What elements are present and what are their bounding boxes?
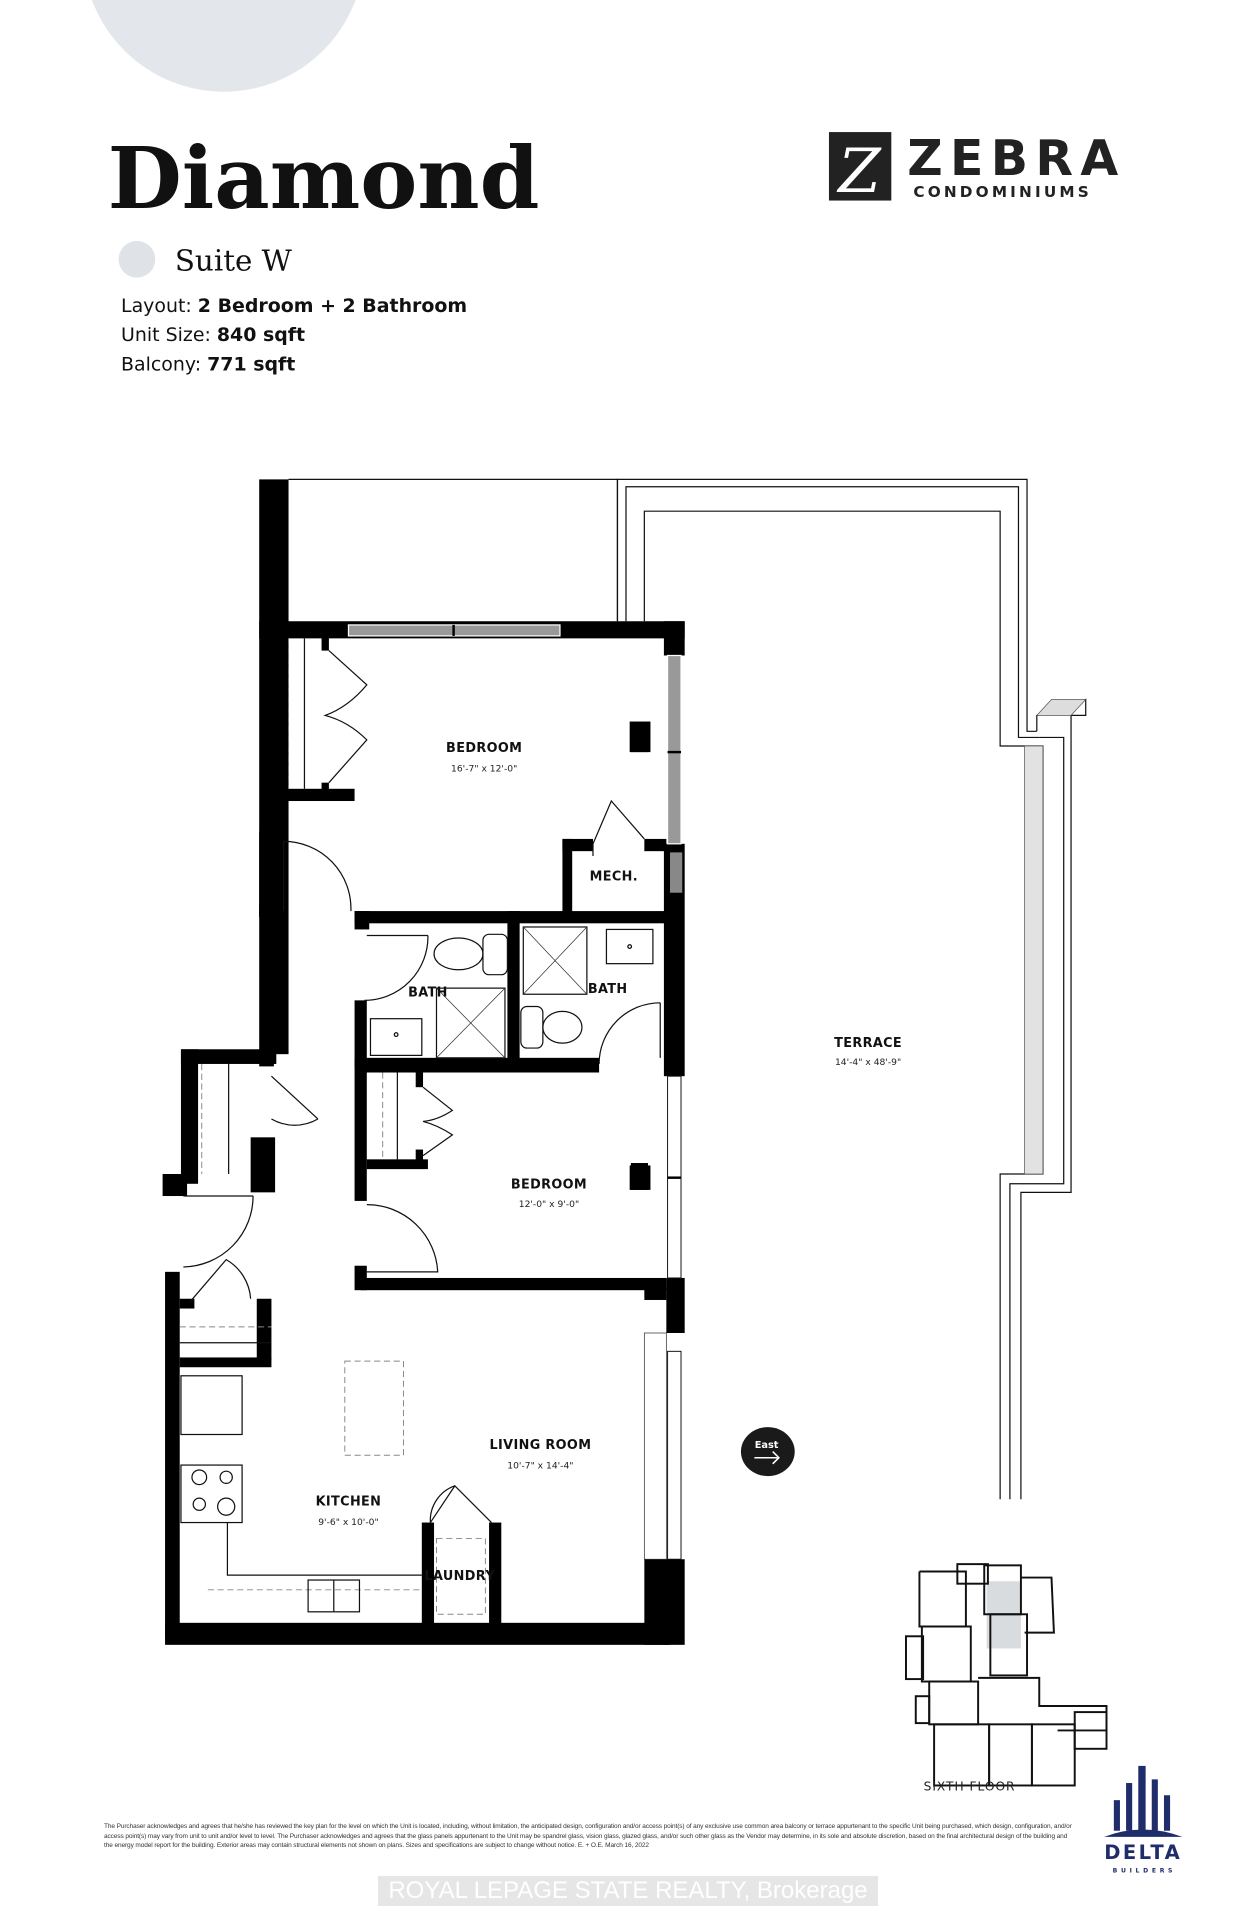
room-label-kitchen: KITCHEN (316, 1494, 382, 1509)
doors (183, 799, 661, 1523)
suite-color-swatch (118, 240, 156, 278)
terrace-outline (288, 478, 1087, 1500)
spec-unit-size: Unit Size: 840 sqft (121, 324, 305, 346)
room-label-mech: MECH. (590, 870, 638, 885)
brand-subtitle: CONDOMINIUMS (913, 183, 1092, 201)
fixtures (179, 638, 654, 1615)
svg-text:DELTA: DELTA (1104, 1841, 1182, 1864)
spec-layout: Layout: 2 Bedroom + 2 Bathroom (121, 295, 467, 317)
column (630, 725, 649, 753)
key-plan (905, 1563, 1108, 1787)
svg-text:East: East (755, 1440, 779, 1451)
zebra-logo: Z ZEBRA CONDOMINIUMS (828, 130, 1125, 207)
compass-east: East (740, 1427, 795, 1477)
room-dims-living-room: 10'-7" x 14'-4" (507, 1461, 573, 1472)
room-label-bedroom: BEDROOM (511, 1178, 587, 1193)
svg-text:BUILDERS: BUILDERS (1113, 1867, 1176, 1874)
brand-name: ZEBRA (907, 130, 1125, 187)
room-dims-bedroom: 12'-0" x 9'-0" (519, 1199, 579, 1210)
column (630, 1163, 649, 1190)
windows (347, 624, 683, 1560)
room-label-bedroom: BEDROOM (446, 741, 522, 756)
room-label-living-room: LIVING ROOM (489, 1438, 591, 1453)
decorative-circle (91, 0, 356, 92)
room-dims-terrace: 14'-4" x 48'-9" (835, 1057, 901, 1068)
room-label-bath: BATH (588, 982, 628, 997)
room-label-bath: BATH (408, 986, 448, 1001)
walls (162, 479, 685, 1645)
watermark: ROYAL LEPAGE STATE REALTY, Brokerage (378, 1876, 878, 1906)
room-label-laundry: LAUNDRY (424, 1569, 495, 1584)
page-title: Diamond (108, 129, 540, 229)
room-dims-kitchen: 9'-6" x 10'-0" (318, 1517, 378, 1528)
room-dims-bedroom: 16'-7" x 12'-0" (451, 764, 517, 775)
key-plan-label: SIXTH FLOOR (924, 1779, 1016, 1793)
delta-builders-logo: DELTA BUILDERS (1104, 1765, 1183, 1874)
arrow-right-icon (754, 1451, 780, 1465)
legal-disclaimer: The Purchaser acknowledges and agrees th… (104, 1823, 1072, 1850)
spec-balcony: Balcony: 771 sqft (121, 354, 295, 376)
suite-name: Suite W (175, 243, 293, 277)
room-label-terrace: TERRACE (834, 1036, 902, 1051)
svg-text:Z: Z (836, 136, 882, 207)
